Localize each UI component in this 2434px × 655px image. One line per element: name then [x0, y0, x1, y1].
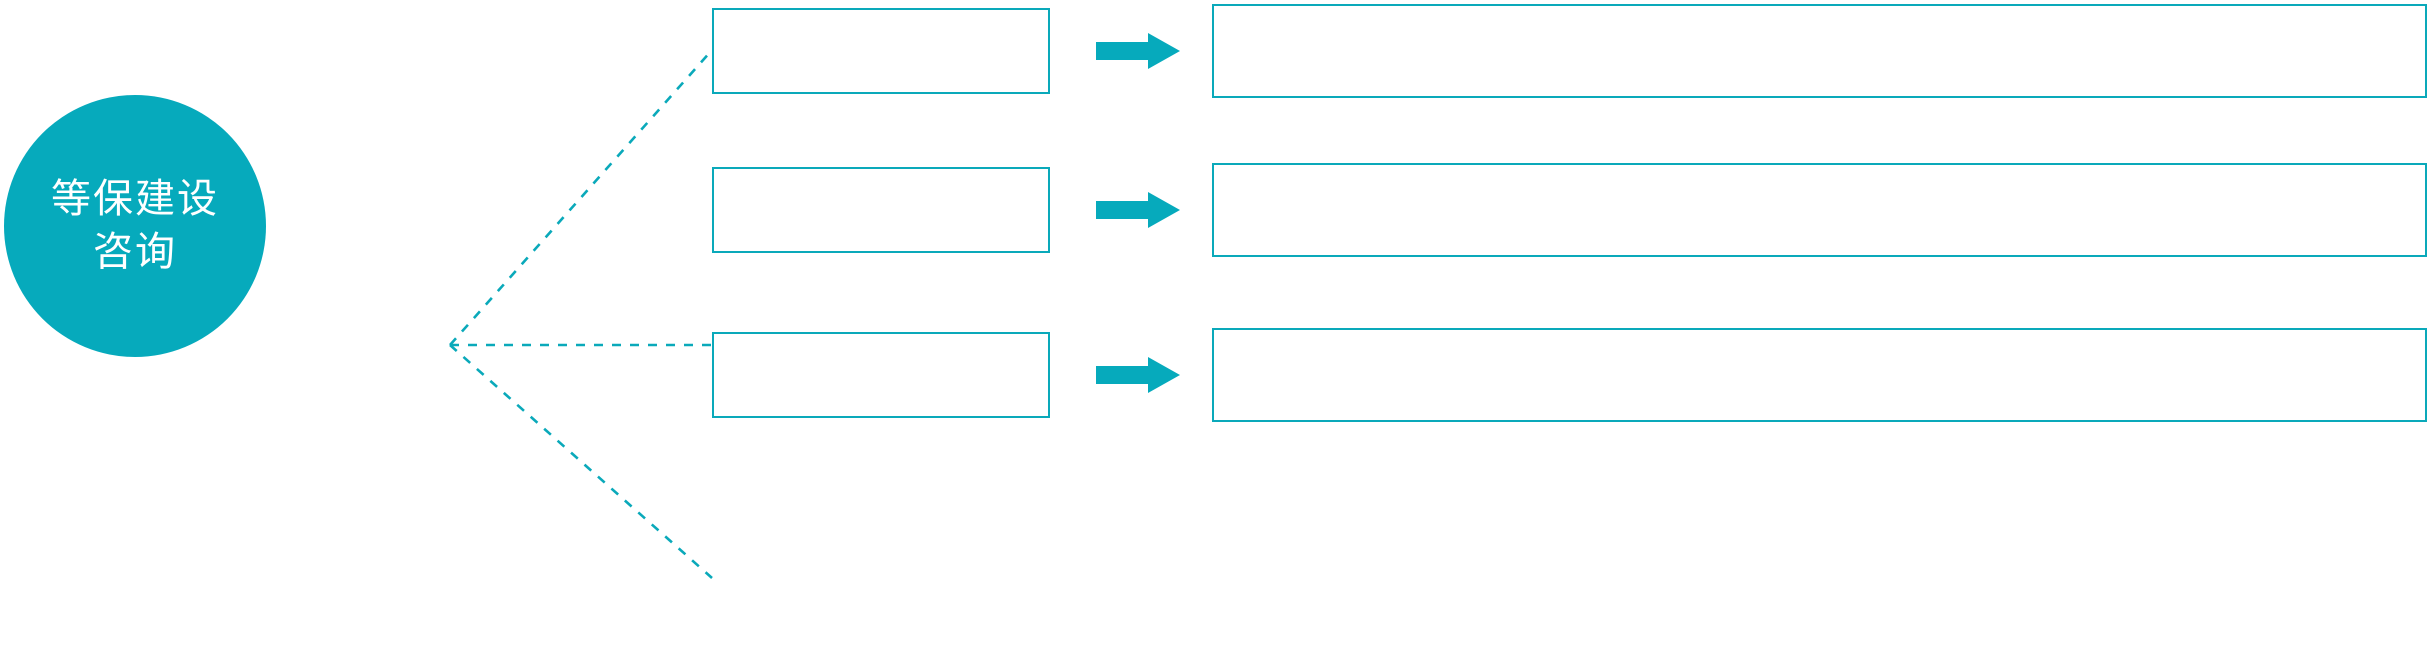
detail-box-2[interactable] [1212, 163, 2427, 257]
stage-box-1[interactable] [712, 8, 1050, 94]
process-row-2 [0, 163, 2434, 257]
hub-circle[interactable]: 等保建设 咨询 [4, 95, 266, 357]
hub-label-line-1: 等保建设 [51, 177, 219, 222]
detail-box-3[interactable] [1212, 328, 2427, 422]
right-arrow-icon-2 [1096, 192, 1180, 228]
stage-box-3[interactable] [712, 332, 1050, 418]
detail-box-1[interactable] [1212, 4, 2427, 98]
right-arrow-icon-3 [1096, 357, 1180, 393]
hub-label-line-2: 咨询 [93, 230, 177, 274]
process-row-1 [0, 4, 2434, 98]
process-row-3 [0, 328, 2434, 422]
right-arrow-icon-1 [1096, 33, 1180, 69]
stage-box-2[interactable] [712, 167, 1050, 253]
